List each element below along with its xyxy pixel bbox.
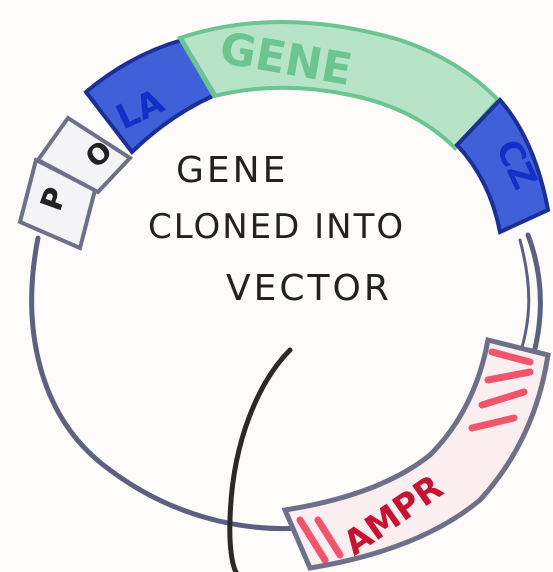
caption: GENE CLONED INTO VECTOR: [148, 150, 405, 309]
insert-tail-line: [230, 350, 290, 572]
segment-ampr: AMPR: [285, 340, 548, 568]
caption-line-1: GENE: [176, 150, 288, 191]
caption-line-2: CLONED INTO: [148, 207, 405, 247]
segment-gene: GENE: [180, 22, 498, 148]
plasmid-backbone-inner: [518, 240, 529, 360]
caption-line-3: VECTOR: [226, 268, 392, 309]
